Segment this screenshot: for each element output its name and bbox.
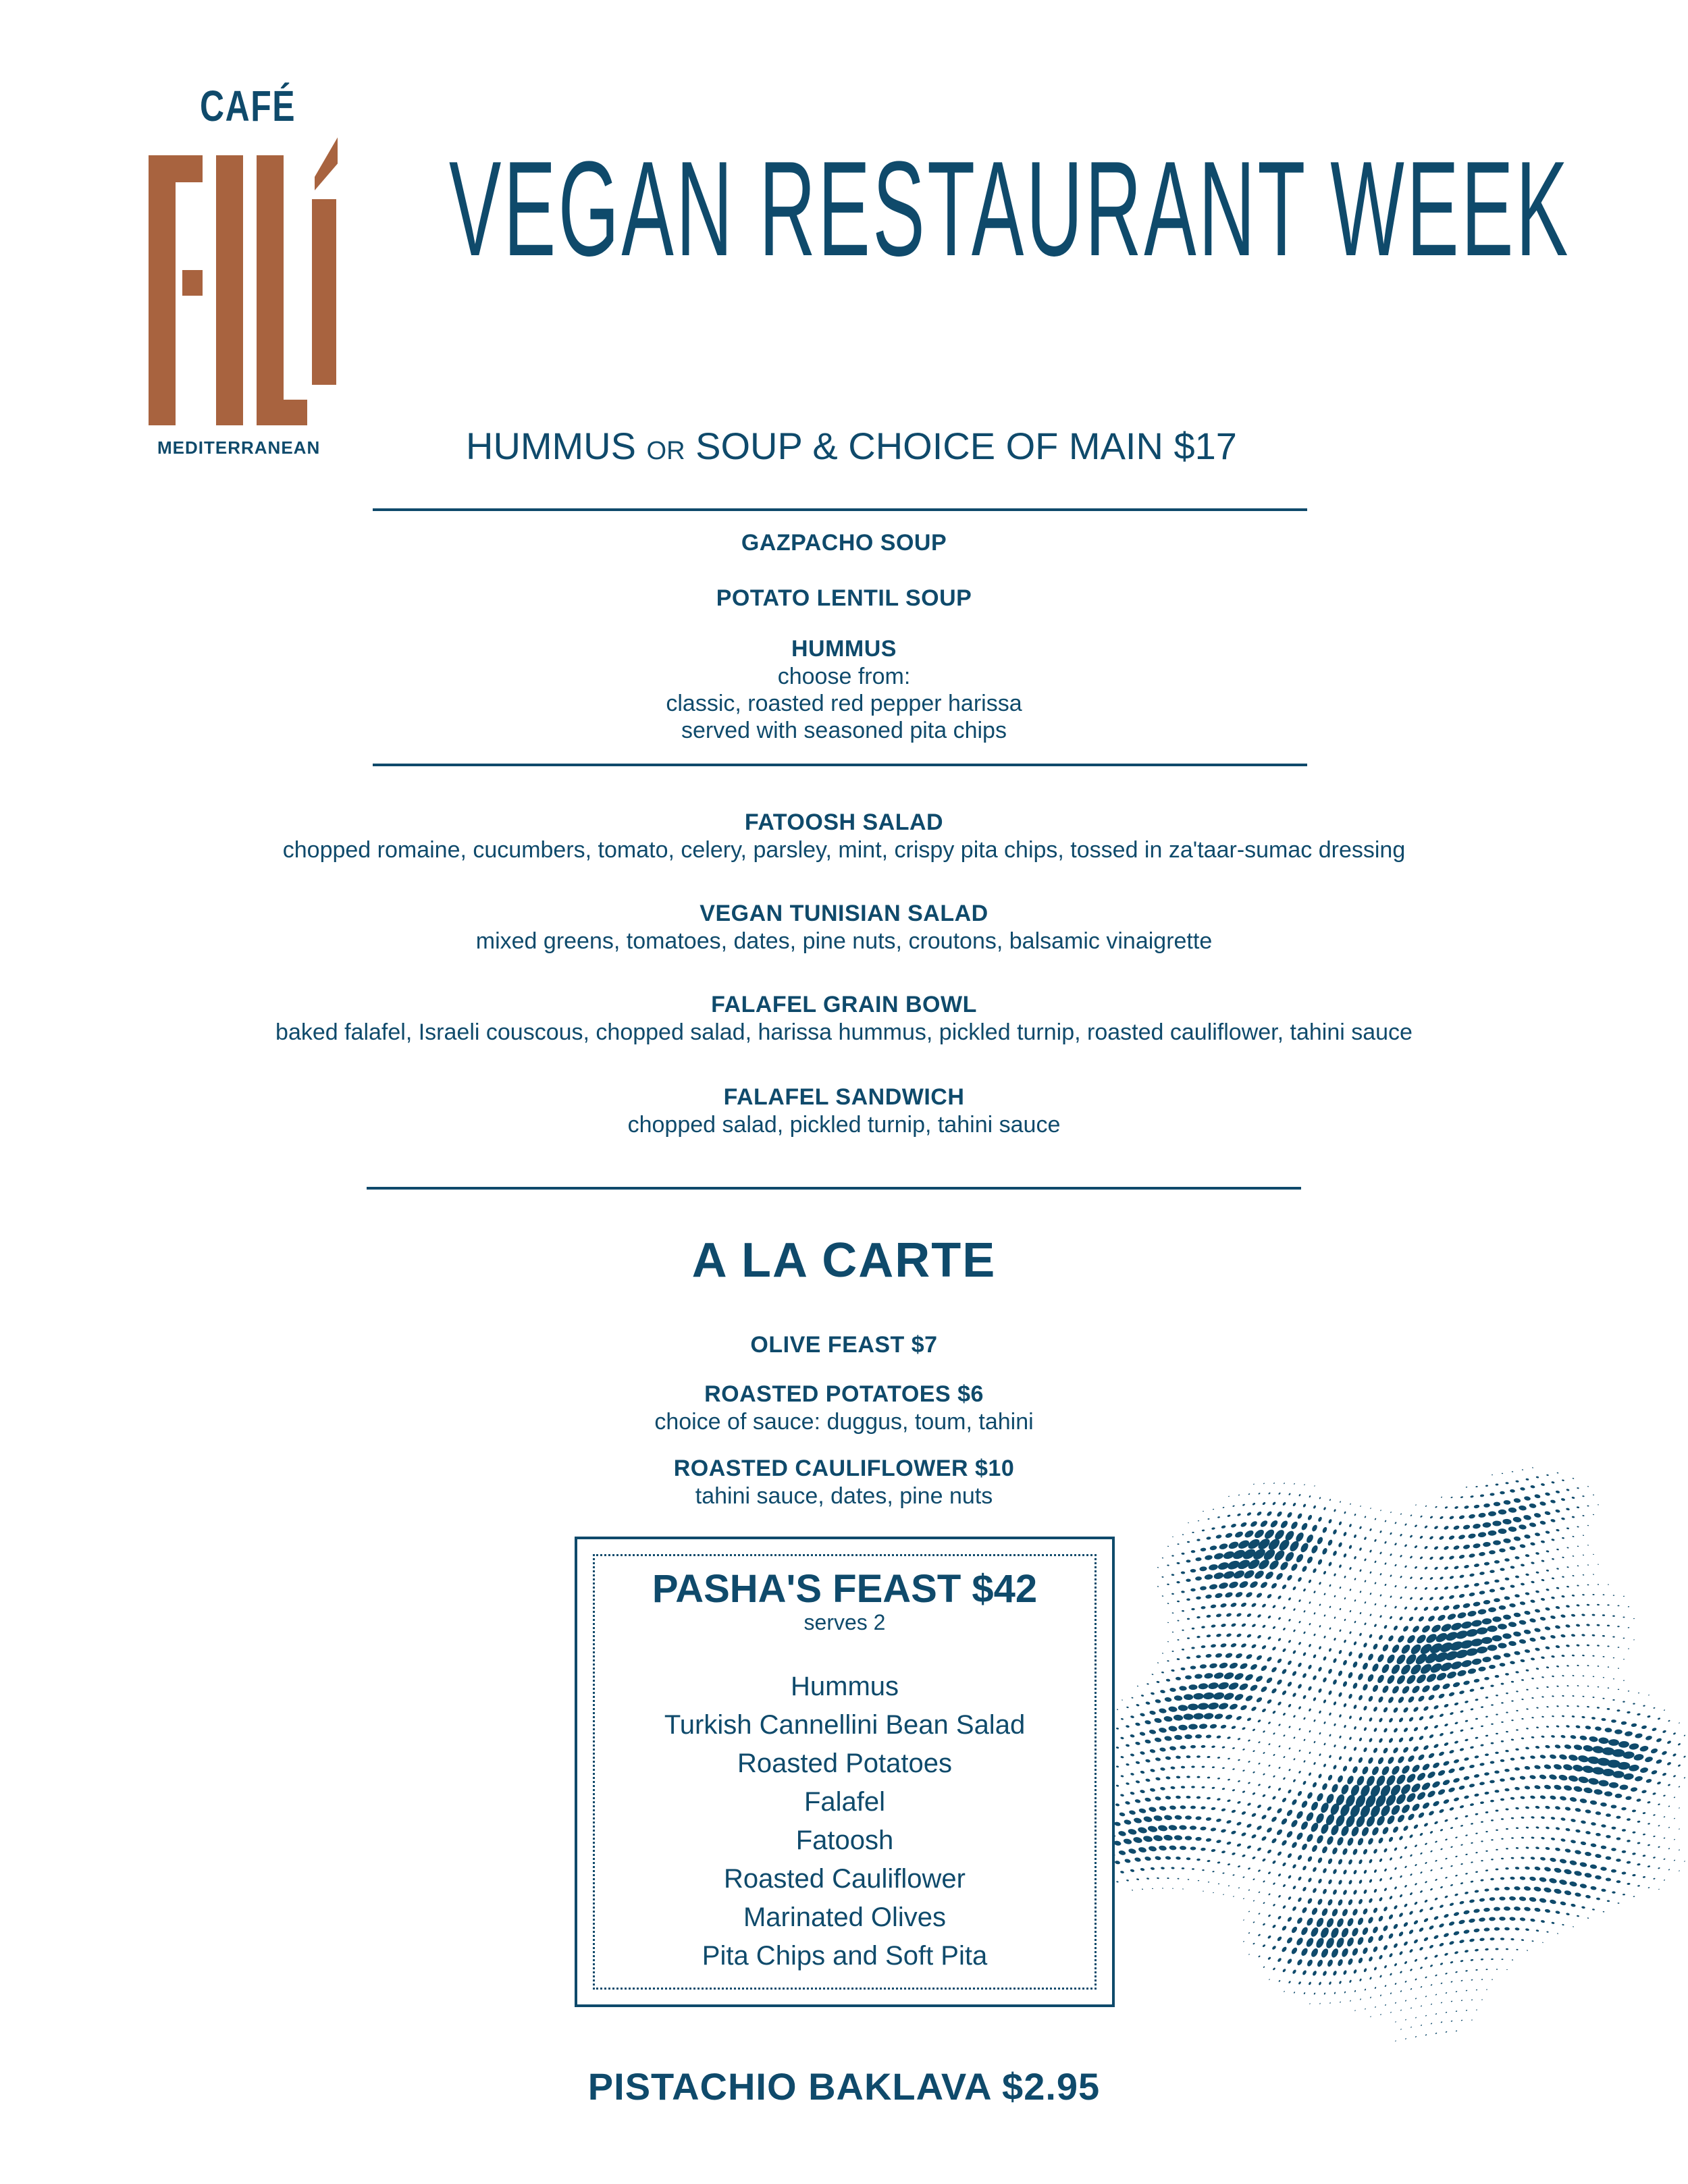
page-title: VEGAN RESTAURANT WEEK [449,134,1571,284]
heading-part1: HUMMUS [466,425,647,467]
halftone-dots [1070,1467,1686,2042]
prix-fixe-heading: HUMMUS OR SOUP & CHOICE OF MAIN $17 [0,424,1688,468]
feast-item: Turkish Cannellini Bean Salad [664,1710,1026,1740]
menu-item-name: HUMMUS [791,636,897,662]
menu-item-desc: tahini sauce, dates, pine nuts [695,1483,993,1509]
menu-item-desc: choice of sauce: duggus, toum, tahini [654,1409,1034,1435]
menu-item-desc: chopped romaine, cucumbers, tomato, cele… [282,837,1406,863]
feast-box [575,1537,1115,2007]
menu-item-name: FATOOSH SALAD [744,809,944,835]
divider-1 [373,508,1307,511]
dessert-item: PISTACHIO BAKLAVA $2.95 [587,2065,1101,2108]
menu-item-desc: classic, roasted red pepper harissa [666,691,1022,716]
menu-item-name: ROASTED POTATOES $6 [704,1381,984,1407]
logo-cafe-text: CAFÉ [200,82,296,130]
feast-item: Pita Chips and Soft Pita [702,1941,988,1971]
menu-item-name: OLIVE FEAST $7 [750,1332,938,1358]
menu-item-desc: chopped salad, pickled turnip, tahini sa… [627,1112,1061,1138]
feast-box-inner-border [593,1554,1097,1990]
menu-item-name: ROASTED CAULIFLOWER $10 [673,1456,1015,1481]
feast-item: Roasted Cauliflower [724,1864,966,1894]
menu-item-name: GAZPACHO SOUP [741,530,947,556]
logo-fili-wordmark [149,137,338,425]
feast-item-list: Hummus Turkish Cannellini Bean Salad Roa… [575,1668,1115,1975]
heading-or: OR [646,437,685,465]
feast-item: Marinated Olives [743,1902,947,1932]
menu-item-desc: baked falafel, Israeli couscous, chopped… [275,1019,1413,1045]
menu-item-desc: choose from: [777,664,911,689]
menu-item-name: VEGAN TUNISIAN SALAD [700,901,988,926]
decorative-halftone-pattern [1070,1467,1686,2042]
logo-tagline: MEDITERRANEAN [157,437,321,458]
divider-2 [373,764,1307,766]
menu-item-name: FALAFEL GRAIN BOWL [711,992,977,1017]
feast-title: PASHA'S FEAST $42 [652,1567,1038,1611]
menu-item-desc: mixed greens, tomatoes, dates, pine nuts… [475,928,1213,954]
menu-item-name: POTATO LENTIL SOUP [716,585,972,611]
menu-item-desc: served with seasoned pita chips [681,718,1007,743]
feast-serves: serves 2 [803,1610,886,1634]
heading-part2: SOUP & CHOICE OF MAIN $17 [685,425,1237,467]
feast-item: Roasted Potatoes [737,1749,952,1778]
feast-item: Falafel [803,1787,886,1817]
divider-3 [367,1187,1301,1190]
section-title-a-la-carte: A LA CARTE [691,1233,997,1287]
menu-item-name: FALAFEL SANDWICH [723,1084,965,1110]
feast-item: Hummus [790,1672,899,1701]
feast-item: Fatoosh [795,1826,894,1855]
